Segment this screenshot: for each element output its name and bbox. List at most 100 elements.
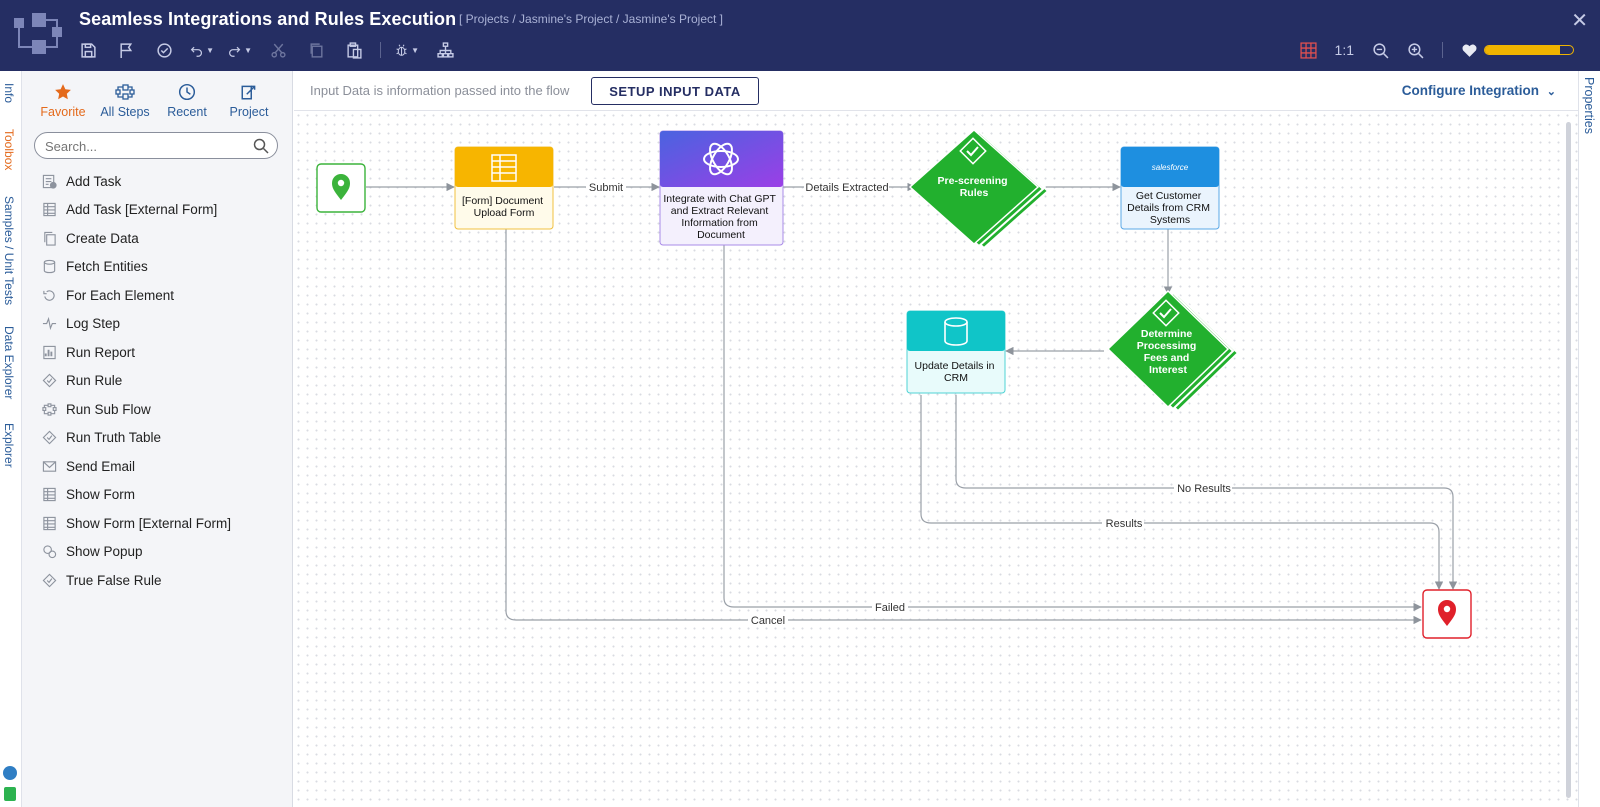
zoom-out-icon[interactable] [1372,42,1389,59]
loop-icon [40,286,58,304]
tab-samples-unit-tests[interactable]: Samples / Unit Tests [2,196,16,306]
salesforce-logo-icon: salesforce [1152,163,1189,172]
check-badge-icon [959,137,987,165]
rule-icon [40,571,58,589]
chevron-down-icon: ⌄ [1546,86,1556,98]
toolbox-tab-label: Favorite [40,105,86,119]
toolbox-item[interactable]: True False Rule [40,566,231,595]
configure-integration-dropdown[interactable]: Configure Integration ⌄ [1402,83,1556,98]
node-update-details-crm[interactable]: Update Details in CRM [906,310,1006,394]
flow-canvas[interactable]: Submit Details Extracted No Results Resu… [294,111,1578,807]
toolbox-item-label: Add Task [External Form] [66,202,218,218]
toolbox-item[interactable]: Run Sub Flow [40,395,231,424]
toolbox-item-label: For Each Element [66,287,175,303]
edge-cancel[interactable] [505,229,1422,625]
search-icon[interactable] [253,138,269,154]
toolbox-item[interactable]: Add Task [External Form] [40,196,231,225]
openai-icon [703,142,739,176]
grid-icon[interactable] [1299,41,1317,59]
edge-results[interactable] [920,395,1444,590]
email-icon [40,457,58,475]
setup-input-data-button[interactable]: SETUP INPUT DATA [591,77,759,105]
copy-icon[interactable] [304,38,328,62]
toolbox-tab-project[interactable]: Project [218,81,280,119]
debug-icon[interactable]: ▼ [395,38,419,62]
check-badge-icon [1152,299,1180,327]
node-label-line: Details from CRM [1127,202,1210,214]
toolbox-item[interactable]: Add Task [40,167,231,196]
toolbox-item[interactable]: Create Data [40,224,231,253]
app-header: Seamless Integrations and Rules Executio… [0,0,1600,71]
form-icon [491,154,517,182]
chat-icon[interactable] [3,766,17,780]
svg-text:Update Details in CRM: Update Details in CRM [915,360,998,384]
toolbox-item-label: Log Step [66,316,121,332]
toolbox-tab-all-steps[interactable]: All Steps [94,81,156,119]
toolbox-item-label: Run Sub Flow [66,401,151,417]
toolbox-item[interactable]: For Each Element [40,281,231,310]
toolbox-item-label: Create Data [66,230,139,246]
edge-label-details-extracted: Details Extracted [805,182,888,194]
close-icon[interactable]: ✕ [1571,10,1588,32]
configure-integration-label: Configure Integration [1401,83,1540,98]
toolbox-item[interactable]: Fetch Entities [40,253,231,282]
steps-icon [115,84,135,100]
canvas-scrollbar[interactable] [1566,122,1571,798]
tab-data-explorer[interactable]: Data Explorer [2,326,16,400]
location-pin-icon [332,174,350,200]
toolbox-item[interactable]: Send Email [40,452,231,481]
svg-text:[Form] Document Upload: [Form] Document Upload Form [462,195,546,219]
cut-icon[interactable] [266,38,290,62]
toolbox-item-label: Add Task [66,173,122,189]
search-input[interactable] [45,137,245,155]
node-determine-processing-fees[interactable]: Determine Processimg Fees and Interest [1106,289,1240,413]
toolbox-tab-favorite[interactable]: Favorite [32,81,94,119]
view-tools: 1:1 [1282,38,1574,62]
node-label-line: Pre-screening [938,175,1008,187]
end-node[interactable] [1422,589,1472,639]
toolbox-item-label: Show Form [66,487,136,503]
toolbox-item[interactable]: Show Popup [40,538,231,567]
zoom-in-icon[interactable] [1407,42,1424,59]
toolbox-item[interactable]: Log Step [40,310,231,339]
node-label-line: CRM [944,372,968,384]
tab-explorer[interactable]: Explorer [2,423,16,468]
node-chatgpt-integration[interactable]: Integrate with Chat GPT and Extract Rele… [659,130,784,246]
edge-failed[interactable] [723,245,1422,612]
toolbox-item[interactable]: Show Form [40,481,231,510]
tab-properties[interactable]: Properties [1582,77,1596,134]
toolbox-item[interactable]: Run Truth Table [40,424,231,453]
toolbox-tab-recent[interactable]: Recent [156,81,218,119]
sheet-icon[interactable] [4,787,16,801]
toolbox-item[interactable]: Run Report [40,338,231,367]
node-document-upload-form[interactable]: [Form] Document Upload Form [454,146,554,230]
node-label-line: Processimg [1137,340,1197,352]
tab-toolbox[interactable]: Toolbox [2,129,16,171]
report-icon [40,343,58,361]
flag-icon[interactable] [114,38,138,62]
health-bar-fill [1485,46,1560,54]
input-data-bar: Input Data is information passed into th… [294,71,1578,111]
save-icon[interactable] [76,38,100,62]
node-label-line: Get Customer [1136,190,1202,202]
breadcrumb[interactable]: [ Projects / Jasmine's Project / Jasmine… [459,12,723,26]
health-meter[interactable] [1461,42,1574,59]
node-prescreening-rules[interactable]: Pre-screening Rules [908,128,1050,250]
toolbox-item-label: Fetch Entities [66,259,148,275]
toolbox-item[interactable]: Show Form [External Form] [40,509,231,538]
toolbox-item-label: Show Popup [66,544,143,560]
toolbox-item[interactable]: Run Rule [40,367,231,396]
toolbar-divider [380,42,381,58]
edge-label-failed: Failed [875,602,905,614]
history-icon[interactable] [152,38,176,62]
hierarchy-icon[interactable] [433,38,457,62]
tab-info[interactable]: Info [2,83,16,104]
toolbox-item-label: Show Form [External Form] [66,515,232,531]
start-node[interactable] [316,163,366,213]
paste-icon[interactable] [342,38,366,62]
zoom-reset[interactable]: 1:1 [1334,42,1354,58]
redo-icon[interactable]: ▼ [228,38,252,62]
location-pin-icon [1438,600,1456,626]
undo-icon[interactable]: ▼ [190,38,214,62]
node-get-customer-details-crm[interactable]: salesforce Get Customer Details from CRM… [1120,146,1220,230]
